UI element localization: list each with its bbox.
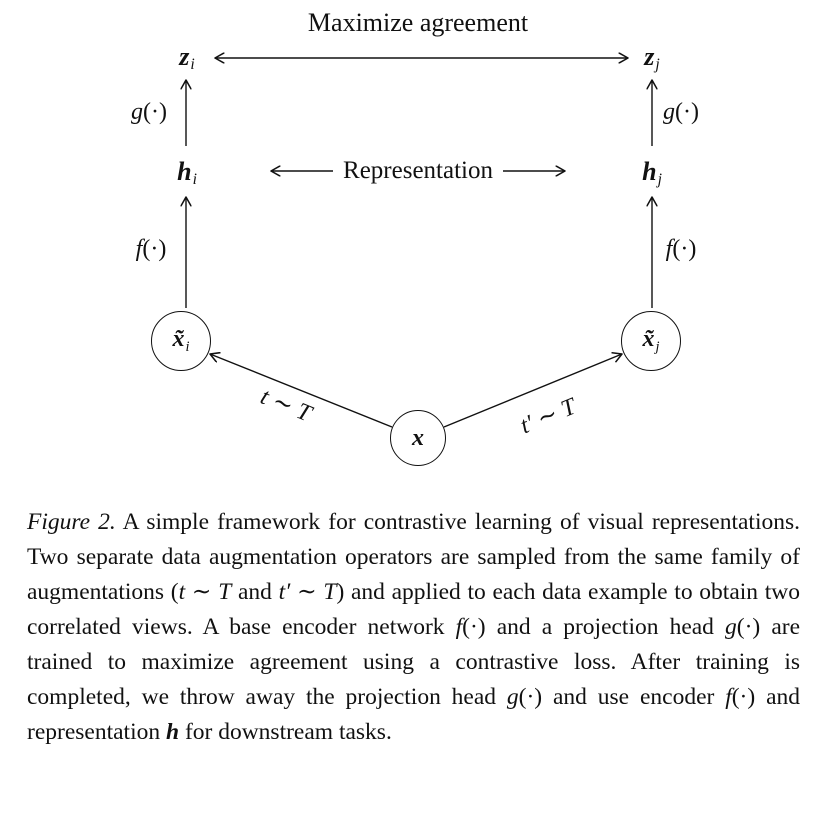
simclr-diagram: Maximize agreement zi zj g(·) g(·) hi hj… [0, 0, 826, 466]
f-function-label-left: f(·) [136, 236, 167, 264]
caption-segment: T [218, 579, 232, 605]
node-z-j-sub: j [655, 56, 660, 74]
caption-segment: and a projection head [485, 614, 726, 640]
node-h-i: hi [177, 157, 197, 195]
node-z-j: zj [644, 42, 659, 80]
caption-segment: Figure 2. [27, 509, 116, 535]
caption-segment: t′ [278, 579, 291, 605]
caption-segment: and [231, 579, 279, 605]
f-args: (·) [142, 236, 167, 262]
node-x-tilde-j-base: x̃ [642, 326, 655, 353]
g-var: g [663, 99, 676, 125]
caption-segment: g [725, 614, 737, 640]
arrow-t-left [210, 354, 393, 428]
caption-segment: for downstream tasks. [179, 719, 392, 745]
g-function-label-right: g(·) [663, 99, 699, 127]
caption-segment: A simple framework for contrastive learn… [27, 509, 800, 605]
figure-caption-text: Figure 2. A simple framework for contras… [27, 505, 800, 750]
g-args: (·) [143, 99, 167, 125]
diagram-arrows [0, 0, 826, 428]
caption-segment: T [323, 579, 337, 605]
caption-segment: f [455, 614, 463, 640]
caption-segment: f [725, 684, 732, 710]
node-h-j-base: h [642, 157, 657, 186]
node-h-j-sub: j [657, 171, 662, 189]
caption-segment: are trained to maximize agreement using … [27, 614, 801, 710]
node-x-tilde-j-sub: j [655, 338, 660, 355]
node-h-i-sub: i [192, 171, 197, 189]
arrow-t-right [443, 354, 622, 428]
caption-segment: g [506, 684, 519, 710]
f-var: f [665, 236, 673, 262]
node-z-i: zi [179, 42, 194, 80]
f-args: (·) [672, 236, 697, 262]
node-h-i-base: h [177, 157, 192, 186]
caption-segment: t [178, 579, 186, 605]
node-x-tilde-i-sub: i [185, 338, 190, 355]
g-function-label-left: g(·) [131, 99, 167, 127]
caption-segment: and representation [27, 684, 801, 745]
f-var: f [135, 236, 143, 262]
node-h-j: hj [642, 157, 662, 195]
caption-segment: ∼ [290, 579, 324, 605]
node-x: x [390, 410, 446, 466]
node-z-j-base: z [644, 42, 655, 71]
g-args: (·) [675, 99, 699, 125]
node-x-base: x [412, 424, 424, 451]
node-x-tilde-j: x̃j [621, 311, 681, 371]
f-function-label-right: f(·) [666, 236, 697, 264]
caption-segment: (·) [736, 614, 761, 640]
caption-segment: and use encoder [542, 684, 726, 710]
caption-segment: h [165, 719, 180, 745]
caption-segment: (·) [462, 614, 486, 640]
representation-label: Representation [343, 157, 493, 184]
g-var: g [131, 99, 144, 125]
node-z-i-sub: i [190, 56, 195, 74]
maximize-agreement-label: Maximize agreement [307, 8, 529, 37]
node-z-i-base: z [179, 42, 190, 71]
caption-segment: ) and applied to each data example to ob… [27, 579, 800, 640]
node-x-tilde-i-base: x̃ [172, 326, 185, 353]
caption-segment: ∼ [185, 579, 219, 605]
node-x-tilde-i: x̃i [151, 311, 211, 371]
caption-segment: (·) [518, 684, 543, 710]
caption-segment: (·) [731, 684, 756, 710]
